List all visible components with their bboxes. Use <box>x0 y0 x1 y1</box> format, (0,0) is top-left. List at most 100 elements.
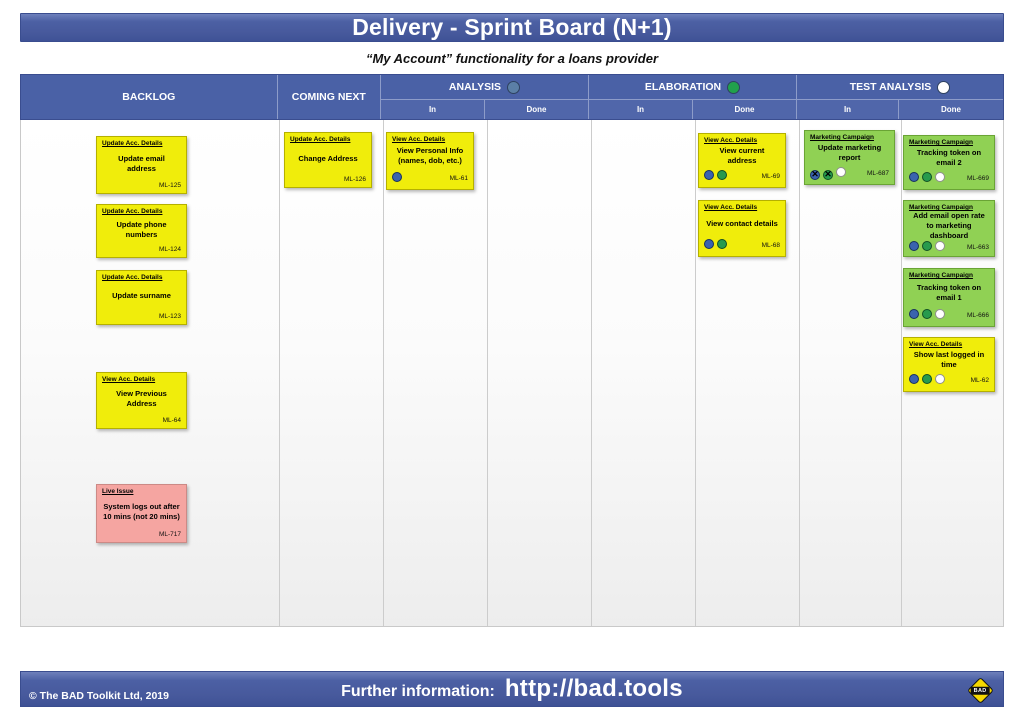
green-status-dot-crossed: ✕ <box>823 169 833 180</box>
card[interactable]: View Acc. Details View current address M… <box>698 133 786 188</box>
footer-bar: © The BAD Toolkit Ltd, 2019 Further info… <box>20 671 1004 707</box>
white-status-dot <box>935 309 945 319</box>
column-divider <box>487 120 488 626</box>
board-body: Update Acc. Details Update email address… <box>20 120 1004 627</box>
card-title: View Previous Address <box>116 389 167 408</box>
card-category-link[interactable]: Update Acc. Details <box>102 140 163 147</box>
blue-status-dot-crossed: ✕ <box>810 169 820 180</box>
bad-toolkit-logo-icon: BAD <box>966 676 994 704</box>
card[interactable]: Marketing Campaign Add email open rate t… <box>903 200 995 257</box>
card-id: ML-663 <box>966 243 989 251</box>
card-status-dots <box>392 169 405 187</box>
card-status-dots <box>909 238 948 256</box>
footer-url-link[interactable]: http://bad.tools <box>504 675 683 702</box>
card[interactable]: Update Acc. Details Update surname ML-12… <box>96 270 187 325</box>
green-status-dot <box>717 170 727 180</box>
column-header-coming-next: COMING NEXT <box>278 75 381 119</box>
card-title: Show last logged in time <box>913 349 985 369</box>
card-id: ML-123 <box>158 313 181 320</box>
card-status-dots <box>909 169 948 187</box>
column-header-elaboration: ELABORATION <box>589 75 797 99</box>
column-divider <box>695 120 696 626</box>
card[interactable]: Marketing Campaign Tracking token on ema… <box>903 268 995 327</box>
card-id: ML-62 <box>970 376 989 384</box>
logo-text: BAD <box>970 686 990 695</box>
blue-status-dot <box>704 170 714 180</box>
blue-status-dot <box>909 172 919 182</box>
green-status-dot <box>922 172 932 182</box>
card[interactable]: Marketing Campaign Tracking token on ema… <box>903 135 995 190</box>
green-status-dot <box>922 309 932 319</box>
card-title: Update phone numbers <box>116 219 167 239</box>
elaboration-status-circle <box>727 80 741 94</box>
card-category-link[interactable]: Marketing Campaign <box>909 204 973 211</box>
card-category-link[interactable]: Marketing Campaign <box>909 272 973 279</box>
subcolumn-elaboration-done: Done <box>693 100 797 119</box>
column-divider <box>799 120 800 626</box>
column-header-analysis: ANALYSIS <box>381 75 589 99</box>
card-category-link[interactable]: View Acc. Details <box>704 204 758 211</box>
card-category-link[interactable]: Update Acc. Details <box>102 208 163 215</box>
card-title: Update surname <box>112 291 171 301</box>
card-category-link[interactable]: View Acc. Details <box>909 341 963 348</box>
card-id: ML-64 <box>162 417 181 424</box>
subcolumn-elaboration-in: In <box>589 100 693 119</box>
card-status-dots <box>704 236 730 254</box>
card[interactable]: View Acc. Details View Previous Address … <box>96 372 187 429</box>
phase-row: ANALYSIS ELABORATION TEST ANALYSIS <box>381 75 1003 100</box>
card[interactable]: Update Acc. Details Change Address ML-12… <box>284 132 372 188</box>
blue-status-dot <box>392 172 402 182</box>
page-subtitle: “My Account” functionality for a loans p… <box>365 51 659 66</box>
column-header-test-analysis: TEST ANALYSIS <box>797 75 1003 99</box>
card-category-link[interactable]: Marketing Campaign <box>909 139 973 146</box>
card[interactable]: View Acc. Details Show last logged in ti… <box>903 337 995 392</box>
subcolumn-test-done: Done <box>941 105 961 114</box>
card[interactable]: Live Issue System logs out after 10 mins… <box>96 484 187 543</box>
analysis-status-circle <box>507 80 521 94</box>
subcolumn-analysis-done: Done <box>485 100 589 119</box>
copyright-text: © The BAD Toolkit Ltd, 2019 <box>29 690 169 702</box>
card-category-link[interactable]: Live Issue <box>102 488 134 495</box>
phase-header-group: ANALYSIS ELABORATION TEST ANALYSIS In Do… <box>381 75 1003 119</box>
card[interactable]: Marketing Campaign Update marketing repo… <box>804 130 895 185</box>
blue-status-dot <box>909 374 919 384</box>
subcolumn-test-in: In <box>797 100 899 119</box>
white-status-dot <box>935 374 945 384</box>
card-id: ML-68 <box>761 241 780 249</box>
card-id: ML-124 <box>158 246 181 253</box>
phase-label: ANALYSIS <box>448 81 502 93</box>
card[interactable]: View Acc. Details View Personal Info (na… <box>386 132 474 190</box>
white-status-dot <box>935 241 945 252</box>
card-status-dots <box>909 371 948 389</box>
card-id: ML-61 <box>449 174 468 182</box>
column-header-backlog: BACKLOG <box>21 75 278 119</box>
blue-status-dot <box>909 309 919 319</box>
card[interactable]: Update Acc. Details Update email address… <box>96 136 187 194</box>
green-status-dot <box>922 374 932 384</box>
card-category-link[interactable]: View Acc. Details <box>102 376 156 383</box>
footer-info-label: Further information: <box>341 683 495 700</box>
card-title: Change Address <box>298 153 358 163</box>
card-title: View Personal Info (names, dob, etc.) <box>396 146 464 165</box>
card[interactable]: View Acc. Details View contact details M… <box>698 200 786 257</box>
card[interactable]: Update Acc. Details Update phone numbers… <box>96 204 187 258</box>
logo-diamond-shape: BAD <box>966 676 994 704</box>
subcolumn-analysis-in: In <box>381 100 485 119</box>
card-category-link[interactable]: View Acc. Details <box>392 136 446 143</box>
card-title: Update marketing report <box>817 142 882 162</box>
green-status-dot <box>922 241 932 252</box>
card-category-link[interactable]: View Acc. Details <box>704 137 758 144</box>
green-status-dot <box>717 239 727 249</box>
card-category-link[interactable]: Update Acc. Details <box>290 136 351 143</box>
title-bar: Delivery - Sprint Board (N+1) <box>20 13 1004 42</box>
white-status-dot <box>836 167 846 177</box>
column-divider <box>279 120 280 626</box>
card-title: Tracking token on email 2 <box>916 147 982 167</box>
card-category-link[interactable]: Update Acc. Details <box>102 274 163 281</box>
footer-info-group: Further information: http://bad.tools <box>341 675 683 703</box>
card-id: ML-717 <box>158 531 181 538</box>
blue-status-dot <box>909 241 919 252</box>
card-category-link[interactable]: Marketing Campaign <box>810 134 874 141</box>
card-id: ML-126 <box>343 176 366 183</box>
card-title: Tracking token on email 1 <box>916 282 982 302</box>
